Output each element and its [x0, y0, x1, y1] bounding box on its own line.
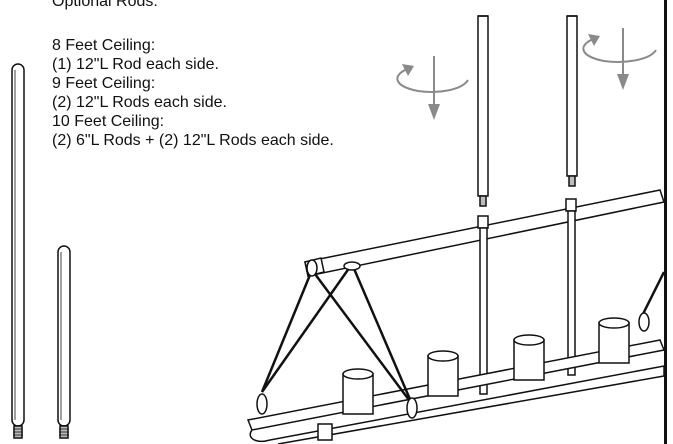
- rule-line: 10 Feet Ceiling:: [52, 113, 165, 130]
- rule-line: (1) 12"L Rod each side.: [52, 56, 219, 73]
- page-border: [664, 0, 667, 444]
- candle-cup: [513, 334, 545, 381]
- rule-line: 9 Feet Ceiling:: [52, 75, 156, 92]
- candle-cup: [342, 368, 374, 415]
- chandelier-frame-illustration: [246, 15, 666, 444]
- rule-line: 8 Feet Ceiling:: [52, 37, 156, 54]
- candle-cup: [427, 350, 459, 397]
- rotate-arrow-icon: [582, 28, 657, 90]
- section-title: Optional Rods:: [52, 0, 158, 10]
- rod-6in-icon: [57, 245, 71, 439]
- rule-line: (2) 6"L Rods + (2) 12"L Rods each side.: [52, 132, 334, 149]
- candle-cup: [598, 317, 630, 364]
- rod-12in-icon: [11, 63, 25, 439]
- rod-rules-list: 8 Feet Ceiling: (1) 12"L Rod each side. …: [52, 36, 472, 150]
- rotate-arrow-icon: [396, 56, 469, 120]
- rule-line: (2) 12"L Rods each side.: [52, 94, 227, 111]
